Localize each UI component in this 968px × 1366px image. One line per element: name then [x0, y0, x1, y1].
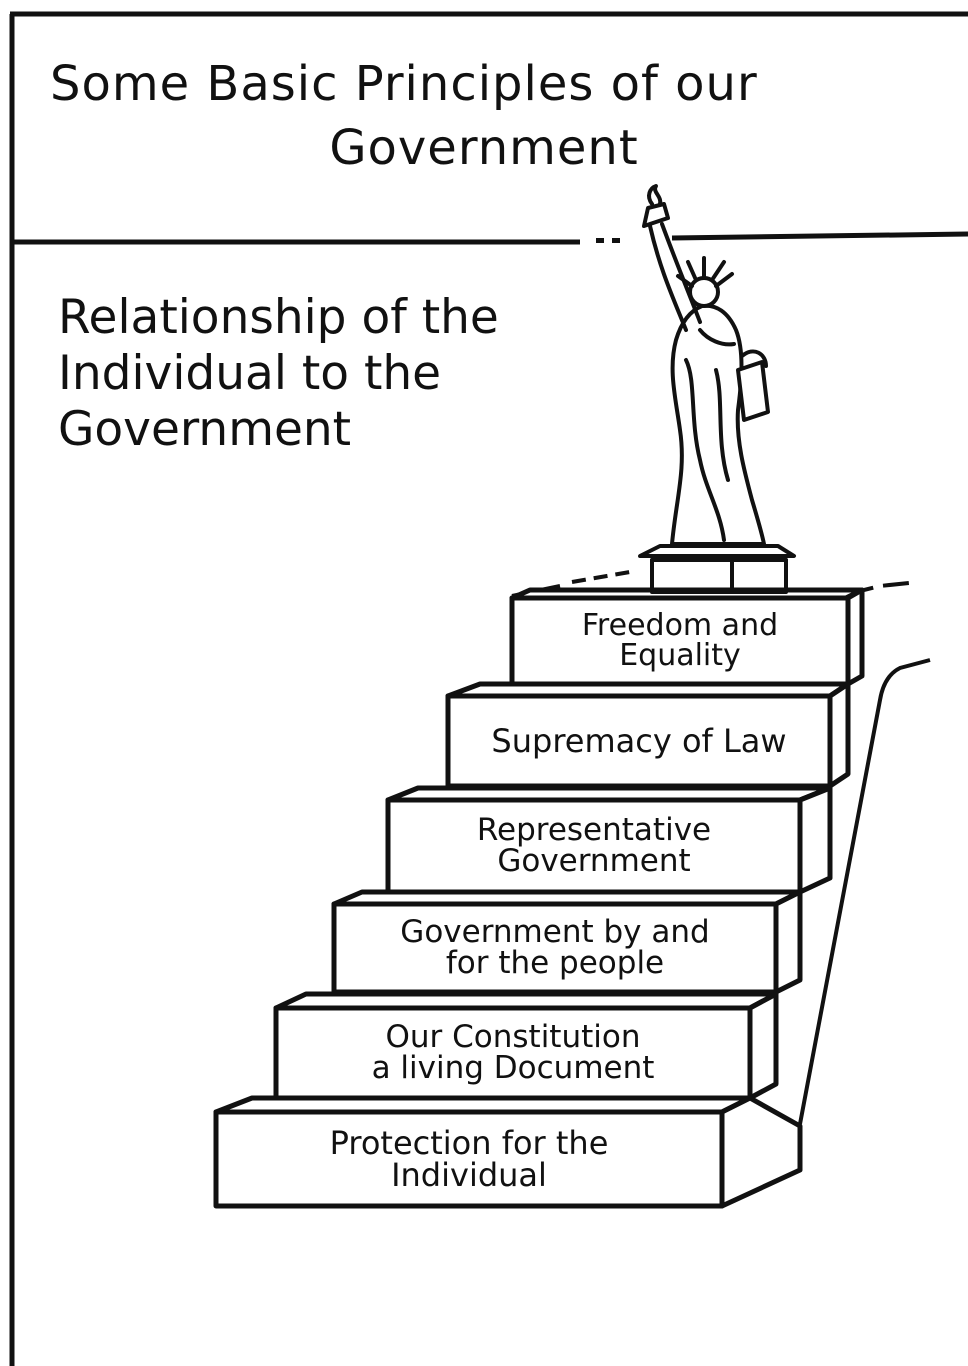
step-supremacy-of-law: Supremacy of Law	[448, 698, 830, 784]
step-freedom-and-equality: Freedom and Equality	[512, 600, 848, 682]
page-title-continued: Government	[329, 120, 639, 176]
header-divider-right	[671, 231, 968, 241]
step-label-line-2: a living Document	[371, 1050, 655, 1086]
section-heading-line-2: Individual to the	[58, 346, 442, 401]
step-label-line-2: Equality	[619, 638, 741, 673]
section-heading: Relationship of the	[58, 290, 499, 345]
step-label-line-1: Our Constitution	[385, 1019, 641, 1055]
step-label-line-1: Supremacy of Law	[491, 722, 787, 760]
staircase	[213, 587, 865, 1209]
step-4-front	[331, 901, 779, 995]
step-1-side	[845, 587, 865, 687]
step-label-line-1: Freedom and	[581, 608, 779, 643]
statue-of-liberty-icon	[638, 184, 796, 594]
step-representative-government: Representative Government	[388, 802, 800, 890]
step-government-by-and-for-the-people: Government by and for the people	[334, 906, 776, 990]
step-label-line-1: Government by and	[400, 914, 710, 950]
step-3-front	[385, 797, 803, 895]
step-label-line-1: Representative	[476, 812, 712, 848]
step-4-side	[773, 889, 803, 995]
step-label-line-2: Individual	[391, 1156, 547, 1194]
section-heading-line-3: Government	[58, 402, 352, 457]
step-our-constitution: Our Constitution a living Document	[276, 1010, 750, 1096]
step-6-side	[719, 1095, 803, 1209]
step-5-side	[747, 991, 779, 1101]
step-6-front	[213, 1109, 725, 1209]
step-protection-for-the-individual: Protection for the Individual	[216, 1114, 722, 1204]
page-title: Some Basic Principles of our	[50, 56, 758, 112]
step-3-side	[797, 785, 833, 895]
step-label-line-2: for the people	[445, 945, 665, 981]
step-2-side	[827, 681, 851, 789]
step-1-front	[509, 595, 851, 687]
step-label-line-2: Government	[497, 843, 691, 879]
step-5-front	[273, 1005, 753, 1101]
step-label-line-1: Protection for the	[329, 1124, 609, 1162]
